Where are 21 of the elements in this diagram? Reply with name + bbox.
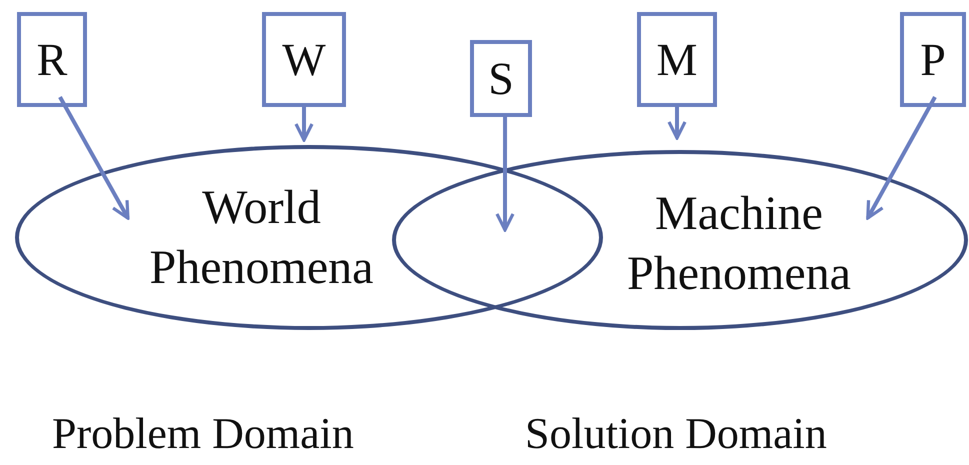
domain-label: Problem Domain xyxy=(52,408,354,459)
phenomena-ellipse xyxy=(392,150,968,330)
letter-box xyxy=(637,12,717,107)
letter-box xyxy=(262,12,346,107)
box-letter: S xyxy=(488,52,514,106)
arrow xyxy=(866,96,937,220)
letter-box xyxy=(900,12,966,107)
domain-label: Solution Domain xyxy=(525,408,827,459)
arrow xyxy=(294,107,314,142)
letter-box xyxy=(470,40,532,117)
letter-box xyxy=(17,12,87,107)
box-letter: W xyxy=(282,32,326,87)
ellipse-label: Machine Phenomena xyxy=(626,186,852,302)
phenomena-ellipse xyxy=(15,145,603,330)
arrow xyxy=(495,117,515,232)
box-letter: P xyxy=(920,32,946,87)
arrow xyxy=(58,96,130,220)
box-letter: M xyxy=(656,32,698,87)
box-letter: R xyxy=(36,32,68,87)
arrow xyxy=(667,107,687,140)
ellipse-label: World Phenomena xyxy=(148,180,374,296)
